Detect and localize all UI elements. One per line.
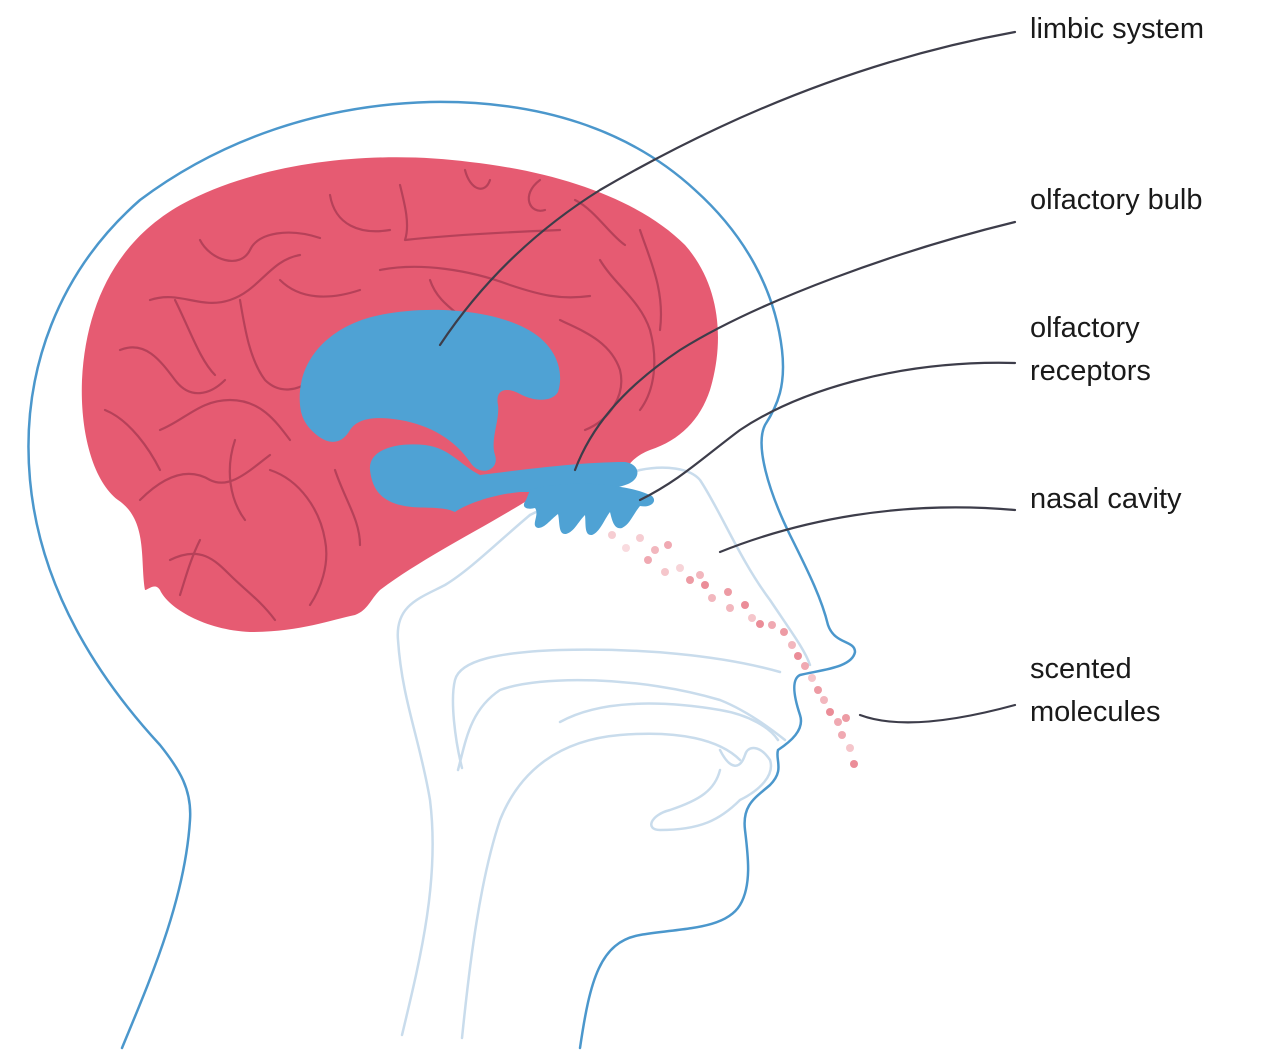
scent-molecule-dot: [622, 544, 630, 552]
scent-molecule-dot: [696, 571, 704, 579]
throat-front-line: [462, 734, 740, 1038]
airway-inner-back: [453, 650, 780, 768]
scented-molecules: [608, 531, 858, 768]
scent-molecule-dot: [808, 674, 816, 682]
scent-molecule-dot: [756, 620, 764, 628]
scent-molecule-dot: [788, 641, 796, 649]
scent-molecule-dot: [834, 718, 842, 726]
scent-molecule-dot: [838, 731, 846, 739]
scent-molecule-dot: [846, 744, 854, 752]
scent-molecule-dot: [608, 531, 616, 539]
scent-molecule-dot: [850, 760, 858, 768]
scent-molecule-dot: [644, 556, 652, 564]
scent-molecule-dot: [780, 628, 788, 636]
scent-molecule-dot: [636, 534, 644, 542]
scent-molecule-dot: [842, 714, 850, 722]
scent-molecule-dot: [820, 696, 828, 704]
scent-molecule-dot: [748, 614, 756, 622]
scent-molecule-dot: [664, 541, 672, 549]
scent-molecule-dot: [701, 581, 709, 589]
label-nasal-cavity: nasal cavity: [1030, 478, 1182, 521]
tongue-line: [651, 748, 771, 830]
scent-molecule-dot: [768, 621, 776, 629]
airway-structures: [398, 468, 810, 1038]
scent-molecule-dot: [708, 594, 716, 602]
scent-molecule-dot: [726, 604, 734, 612]
scent-molecule-dot: [661, 568, 669, 576]
label-olfactory-bulb: olfactory bulb: [1030, 179, 1203, 222]
leader-line-scented-molecules: [860, 705, 1015, 722]
scent-molecule-dot: [676, 564, 684, 572]
scent-molecule-dot: [651, 546, 659, 554]
scent-molecule-dot: [814, 686, 822, 694]
scent-molecule-dot: [686, 576, 694, 584]
olfactory-bulb-shape: [524, 484, 654, 535]
scent-molecule-dot: [741, 601, 749, 609]
pharynx-back-line: [398, 515, 530, 1035]
label-limbic-system: limbic system: [1030, 8, 1204, 51]
leader-line-nasal-cavity: [720, 507, 1015, 552]
scent-molecule-dot: [826, 708, 834, 716]
scent-molecule-dot: [794, 652, 802, 660]
scent-molecule-dot: [801, 662, 809, 670]
label-olfactory-receptors: olfactory receptors: [1030, 307, 1151, 393]
label-scented-molecules: scented molecules: [1030, 648, 1161, 734]
scent-molecule-dot: [724, 588, 732, 596]
